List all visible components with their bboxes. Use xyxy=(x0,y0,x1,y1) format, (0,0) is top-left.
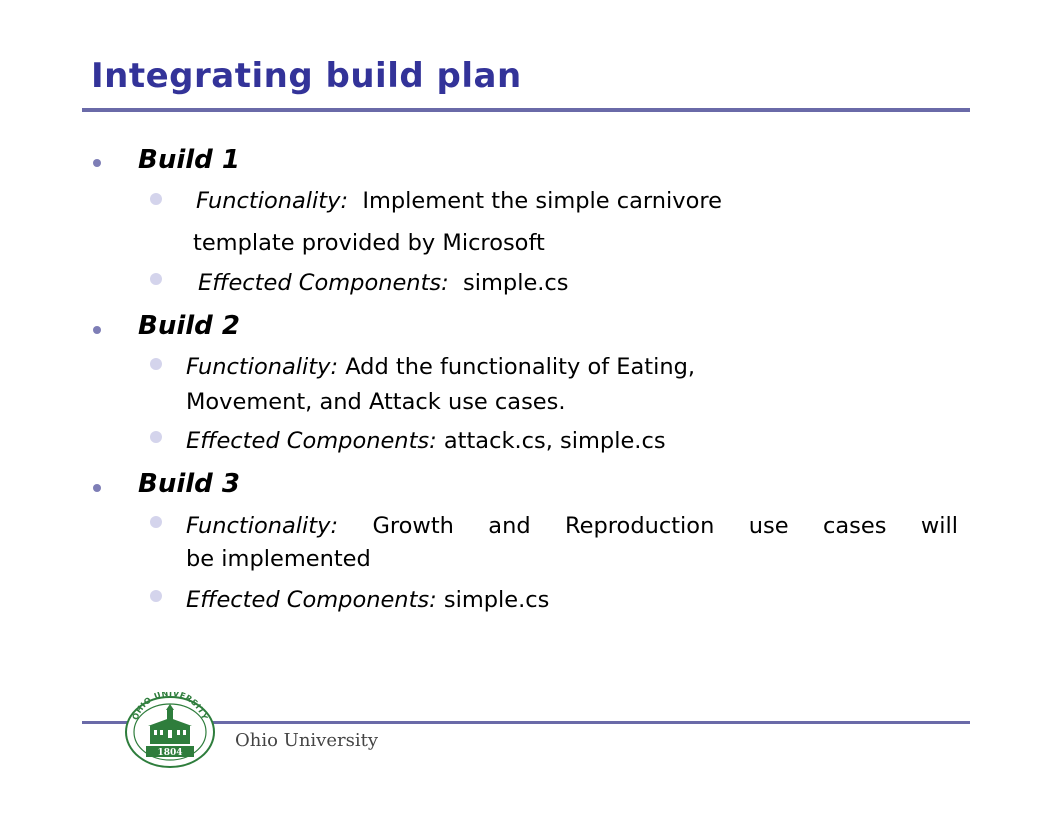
build-1-components-text: simple.cs xyxy=(463,270,569,296)
build-3-components-text: simple.cs xyxy=(443,587,550,613)
build-1-components-label: Effected Components: xyxy=(198,270,449,296)
build-3-components-line: Effected Components: simple.cs xyxy=(186,587,549,613)
build-1-functionality-text-2: template provided by Microsoft xyxy=(193,230,545,256)
build-2-functionality-text-2: Movement, and Attack use cases. xyxy=(186,389,566,415)
footer-rule-left xyxy=(82,721,136,724)
bullet-build-3-functionality xyxy=(150,516,162,528)
build-3-functionality-text-2: be implemented xyxy=(186,546,371,572)
build-1-components-line: Effected Components: simple.cs xyxy=(198,270,569,296)
bullet-build-1-components xyxy=(150,273,162,285)
build-1-heading: Build 1 xyxy=(138,145,240,175)
bullet-build-2-components xyxy=(150,431,162,443)
build-3-functionality-text-1: Growth and Reproduction use cases will xyxy=(372,513,958,539)
title-divider xyxy=(82,108,970,112)
build-2-heading: Build 2 xyxy=(138,311,240,341)
build-2-components-line: Effected Components: attack.cs, simple.c… xyxy=(186,428,666,454)
bullet-build-3-components xyxy=(150,590,162,602)
build-2-components-label: Effected Components: xyxy=(186,428,437,454)
ohio-university-seal-logo: OHIO UNIVERSITY 1804 xyxy=(125,692,215,768)
seal-year: 1804 xyxy=(157,748,182,758)
build-2-functionality-line-1: Functionality: Add the functionality of … xyxy=(186,354,695,380)
build-1-functionality-label: Functionality: xyxy=(196,188,349,214)
build-1-functionality-line-1: Functionality: Implement the simple carn… xyxy=(196,188,722,214)
footer-rule-right xyxy=(212,721,970,724)
build-2-functionality-label: Functionality: xyxy=(186,354,339,380)
bullet-build-1-functionality xyxy=(150,193,162,205)
build-3-functionality-label: Functionality: xyxy=(186,513,339,539)
build-3-components-label: Effected Components: xyxy=(186,587,437,613)
build-3-heading: Build 3 xyxy=(138,469,240,499)
build-1-functionality-text-1: Implement the simple carnivore xyxy=(362,188,722,214)
bullet-build-3 xyxy=(93,484,101,492)
slide-title: Integrating build plan xyxy=(91,56,522,96)
build-2-functionality-text-1: Add the functionality of Eating, xyxy=(345,354,696,380)
bullet-build-2 xyxy=(93,326,101,334)
bullet-build-2-functionality xyxy=(150,358,162,370)
build-3-functionality-line-1: Functionality: Growth and Reproduction u… xyxy=(186,513,958,539)
bullet-build-1 xyxy=(93,159,101,167)
footer-institution: Ohio University xyxy=(235,730,379,751)
build-2-components-text: attack.cs, simple.cs xyxy=(443,428,666,454)
